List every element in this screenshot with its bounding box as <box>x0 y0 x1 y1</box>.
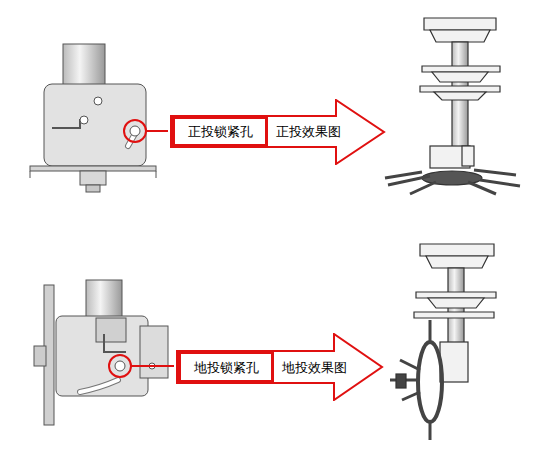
bracket-head-floor <box>34 280 168 425</box>
label-text: 正投锁紧孔 <box>188 125 253 138</box>
arrow-shape <box>177 334 382 400</box>
lock-hole <box>130 126 140 136</box>
arrow-label: 正投效果图 <box>276 125 341 138</box>
arrow-label: 地投效果图 <box>282 361 347 374</box>
lock-hole-label: 地投锁紧孔 <box>178 351 274 383</box>
block-arrow: 正投效果图 正投锁紧孔 <box>170 99 386 165</box>
lock-hole-marker <box>124 120 146 142</box>
block-arrow: 地投效果图 地投锁紧孔 <box>176 333 384 401</box>
lock-hole-label: 正投锁紧孔 <box>172 116 268 147</box>
arrow-shape <box>171 100 384 164</box>
mount-floor-projection <box>390 244 496 440</box>
label-text: 地投锁紧孔 <box>194 361 259 374</box>
mount-front-projection <box>385 18 520 194</box>
lock-hole <box>115 361 125 371</box>
leader-line <box>146 130 168 132</box>
bracket-head-front <box>30 44 156 192</box>
leader-line <box>131 365 174 367</box>
lock-hole-marker <box>109 355 131 377</box>
